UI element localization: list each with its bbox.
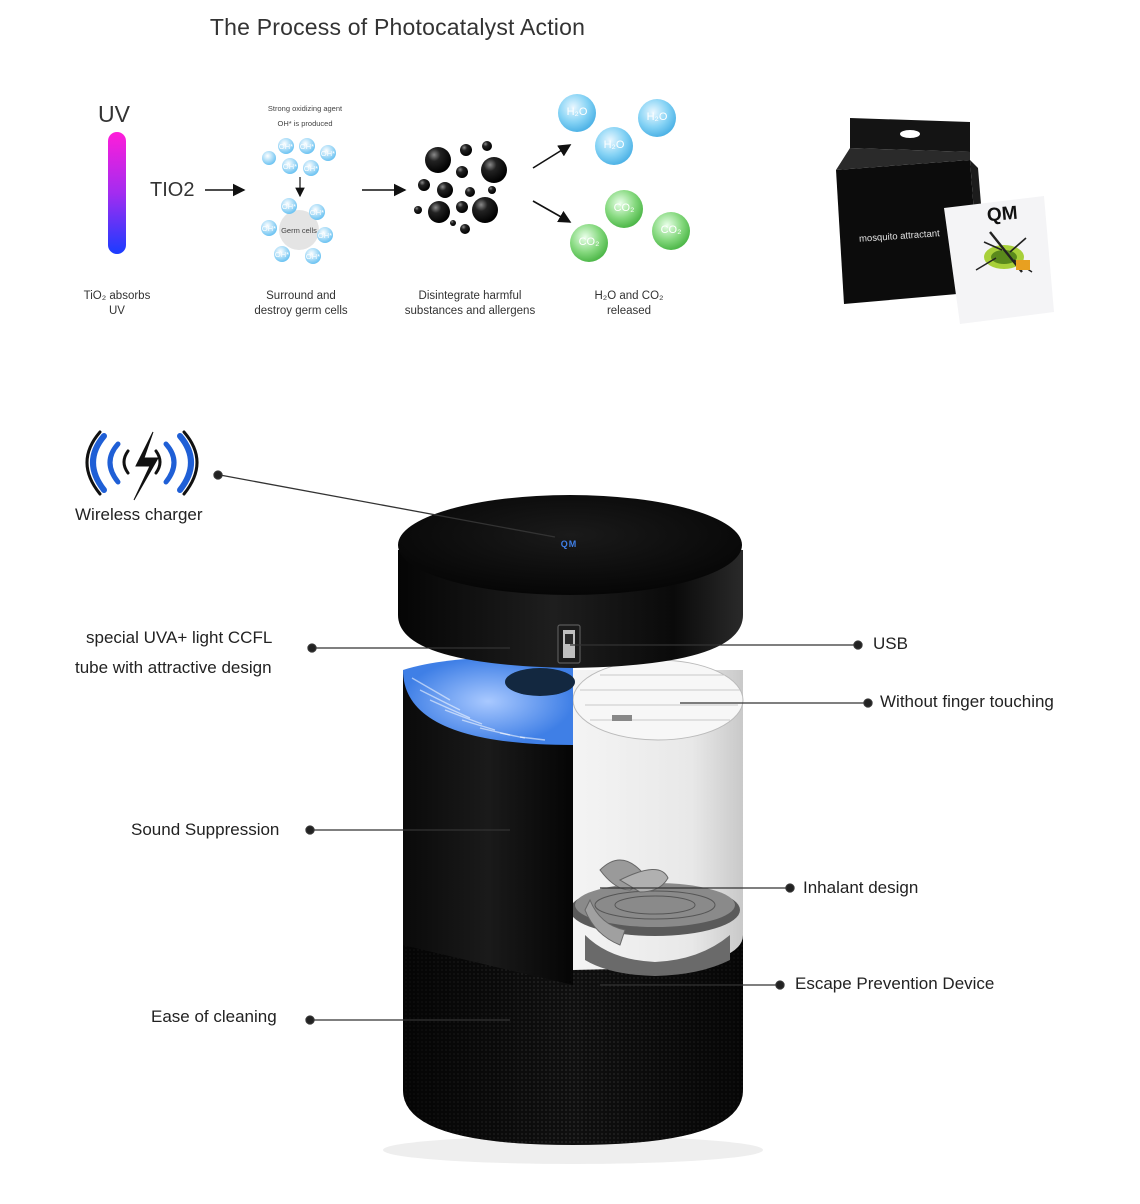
without-finger-touching-label: Without finger touching [880, 692, 1054, 711]
step-caption-3: Disintegrate harmful substances and alle… [404, 290, 536, 317]
germ-cell-label: Germ cells [281, 226, 317, 235]
radical-label: OH* [278, 142, 294, 151]
radical-label: OH* [303, 164, 319, 173]
sound-suppression-label: Sound Suppression [131, 820, 280, 839]
black-shell [403, 657, 575, 985]
step-caption-1: TiO₂ absorbs UV [83, 290, 151, 317]
radical-label: OH* [261, 224, 277, 233]
ease-of-cleaning-label: Ease of cleaning [151, 1007, 277, 1026]
wireless-charger-label: Wireless charger [75, 505, 203, 524]
escape-prevention-label: Escape Prevention Device [795, 974, 995, 993]
uva-light-label-line-2: tube with attractive design [75, 658, 272, 677]
radical-label: OH* [299, 142, 315, 151]
uv-label: UV [98, 101, 130, 127]
arrow-to-co2 [532, 200, 572, 223]
radical-label: OH* [305, 252, 321, 261]
h2o-bubbles [558, 94, 676, 165]
floor-shadow [383, 1136, 763, 1164]
radical-label: OH* [281, 202, 297, 211]
arrow-to-h2o [532, 144, 572, 169]
process-diagram [205, 94, 690, 264]
radical-label: OH* [309, 208, 325, 217]
inhalant-design-label: Inhalant design [803, 878, 919, 897]
tio2-label: TIO2 [150, 179, 195, 201]
co2-bubbles [570, 190, 690, 262]
callout-lines [213, 470, 873, 1025]
co2-bubble-label: CO₂ [613, 202, 635, 214]
oxidizing-note-2: OH* is produced [277, 119, 333, 128]
usb-label: USB [873, 634, 908, 653]
radical-label: OH* [282, 162, 298, 171]
step-caption-2: Surround and destroy germ cells [254, 290, 348, 317]
radical-cluster-top [262, 138, 336, 176]
mosquito-logo [975, 231, 1033, 273]
oxidizing-note-1: Strong oxidizing agent [267, 104, 343, 113]
wireless-charger-icon [85, 430, 199, 501]
radical-label: OH* [320, 149, 336, 158]
h2o-bubble-label: H₂O [646, 111, 668, 123]
process-title: The Process of Photocatalyst Action [209, 14, 586, 40]
step-caption-4: H₂O and CO₂ released [594, 290, 664, 317]
radical-label: OH* [274, 250, 290, 259]
co2-bubble-label: CO₂ [578, 236, 600, 248]
package-image: mosquito attractant QM [832, 112, 1082, 327]
co2-bubble-label: CO₂ [660, 224, 682, 236]
clear-chamber [570, 659, 744, 976]
uva-light-label-line-1: special UVA+ light CCFL [86, 628, 273, 647]
black-particles [414, 141, 507, 234]
lid-badge: QM [560, 539, 578, 549]
uv-gradient-bar [108, 132, 126, 254]
radical-cluster-bottom [261, 198, 333, 264]
radical-label: OH* [317, 231, 333, 240]
germ-cell [279, 210, 319, 250]
h2o-bubble-label: H₂O [566, 106, 588, 118]
h2o-bubble-label: H₂O [603, 139, 625, 151]
lid [398, 495, 743, 668]
